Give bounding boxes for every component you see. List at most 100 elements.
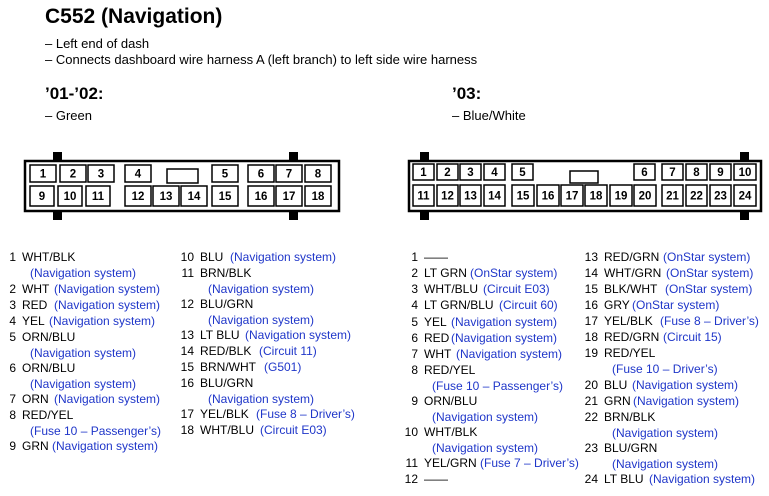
connector-01-02-cavity-5 (211, 164, 239, 183)
wire-color: YEL/GRN (424, 456, 477, 470)
pin-number: 2 (411, 266, 418, 280)
pin-number: 8 (9, 408, 16, 422)
wire-description: (Navigation system) (208, 313, 315, 327)
connector-01-02-pin-label-5: 5 (222, 169, 229, 181)
connector-03-cavity-15 (511, 184, 535, 207)
wire-description: (Navigation system) (451, 315, 558, 329)
connector-03-cavity-16 (536, 184, 560, 207)
wire-description: (Navigation system) (208, 282, 315, 296)
connector-01-02-pin-label-16: 16 (255, 191, 268, 203)
connector-03-cavity-14 (483, 184, 506, 207)
wire-color: RED/BLK (200, 344, 252, 358)
wire-color: WHT (424, 347, 452, 361)
connector-03-top-tab-right (740, 152, 749, 161)
wire-color: LT BLU (200, 328, 240, 342)
connector-01-02-cavity-9 (29, 185, 55, 207)
wire-color: WHT/BLK (22, 250, 76, 264)
connector-01-02-pin-label-9: 9 (39, 191, 45, 203)
wire-color: RED/YEL (424, 363, 476, 377)
wire-color: ORN/BLU (22, 330, 76, 344)
wire-description: (Navigation system) (612, 426, 719, 440)
connector-01-02-cavity-11 (85, 185, 111, 207)
wire-color: BLK/WHT (604, 282, 658, 296)
connector-03-cavities (412, 163, 757, 207)
wire-color: BLU (604, 378, 628, 392)
wire-description: (Navigation system) (451, 331, 558, 345)
connector-01-02-cavity-7 (275, 164, 303, 183)
connector-03-pin-label-12: 12 (441, 191, 454, 203)
connector-03-pin-label-14: 14 (488, 191, 501, 203)
connector-03-cavity-4 (483, 163, 506, 181)
connector-01-02-cavity-13 (152, 185, 180, 207)
location-note: – Left end of dash (45, 36, 150, 51)
connector-01-02-cavity-1 (29, 164, 57, 183)
connector-03-bottom-tab-left (420, 211, 429, 220)
connector-03-pin-label-6: 6 (641, 167, 647, 179)
connector-01-02-cavity-10 (57, 185, 83, 207)
connector-01-02-pin-label-12: 12 (132, 191, 145, 203)
connector-03-cavity-5 (511, 163, 534, 181)
wire-color: YEL/BLK (200, 407, 249, 421)
wire-description: (OnStar system) (666, 266, 754, 280)
connector-03-pin-label-22: 22 (690, 191, 703, 203)
wire-color: ORN (22, 392, 49, 406)
connector-color-01-02: – Green (45, 108, 92, 123)
connector-color-03: – Blue/White (452, 108, 526, 123)
wire-color: GRY (604, 298, 630, 312)
wire-color: YEL (424, 315, 447, 329)
wire-color: RED (424, 331, 450, 345)
wire-color: BRN/BLK (200, 266, 252, 280)
wire-description: (OnStar system) (663, 250, 751, 264)
connector-03-cavity-17 (560, 184, 584, 207)
wire-description: (Navigation system) (49, 314, 156, 328)
wire-description: (Navigation system) (54, 392, 161, 406)
connector-03-lock (569, 170, 599, 184)
pin-number: 21 (584, 394, 598, 408)
connector-01-02-cavity-8 (304, 164, 332, 183)
connector-03-bottom-tab-right (740, 211, 749, 220)
pin-number: 15 (584, 282, 598, 296)
connector-03-cavity-13 (459, 184, 482, 207)
wire-color: WHT/BLU (200, 423, 254, 437)
connector-01-02-bottom-tab-right (289, 211, 298, 220)
wire-description: (Fuse 10 – Passenger’s) (432, 379, 563, 393)
connector-03-pin-label-21: 21 (666, 191, 679, 203)
wire-color: WHT (22, 282, 50, 296)
connector-01-02-cavities (29, 164, 332, 207)
wire-description: (Fuse 7 – Driver’s) (480, 456, 579, 470)
wire-color: ORN/BLU (424, 394, 478, 408)
wire-description: (Navigation system) (632, 378, 739, 392)
pin-number: 1 (411, 250, 418, 264)
connector-03-cavity-11 (412, 184, 435, 207)
connector-03-cavity-3 (459, 163, 482, 181)
pin-number: 16 (584, 298, 598, 312)
wire-description: (OnStar system) (632, 298, 720, 312)
connector-03-pin-label-16: 16 (542, 191, 555, 203)
connector-03-pin-label-13: 13 (464, 191, 477, 203)
pin-number: 6 (9, 361, 16, 375)
wire-description: (Circuit E03) (260, 423, 327, 437)
connector-01-02-pin-label-2: 2 (70, 169, 76, 181)
connector-01-02-cavity-14 (180, 185, 208, 207)
connector-01-02-lock (166, 168, 199, 184)
wire-description: (G501) (264, 360, 302, 374)
pin-number: 6 (411, 331, 418, 345)
wire-description: (Fuse 8 – Driver’s) (256, 407, 355, 421)
pin-number: 17 (584, 314, 598, 328)
wire-description: (Navigation system) (230, 250, 337, 264)
wire-color: LT BLU (604, 472, 644, 486)
wire-description: (Navigation system) (649, 472, 756, 486)
wire-color: RED/GRN (604, 250, 660, 264)
connector-01-02-pin-label-7: 7 (286, 169, 292, 181)
connector-01-02-pin-label-17: 17 (283, 191, 296, 203)
wire-color: BLU/GRN (604, 441, 658, 455)
connector-03-cavity-24 (733, 184, 757, 207)
pin-number: 14 (584, 266, 598, 280)
connector-03-cavity-23 (709, 184, 732, 207)
connector-01-02-cavity-16 (247, 185, 275, 207)
connector-01-02-pin-label-13: 13 (160, 191, 173, 203)
connector-01-02-pin-label-11: 11 (92, 191, 105, 203)
connector-03-pin-label-23: 23 (714, 191, 727, 203)
wire-color: GRN (604, 394, 631, 408)
